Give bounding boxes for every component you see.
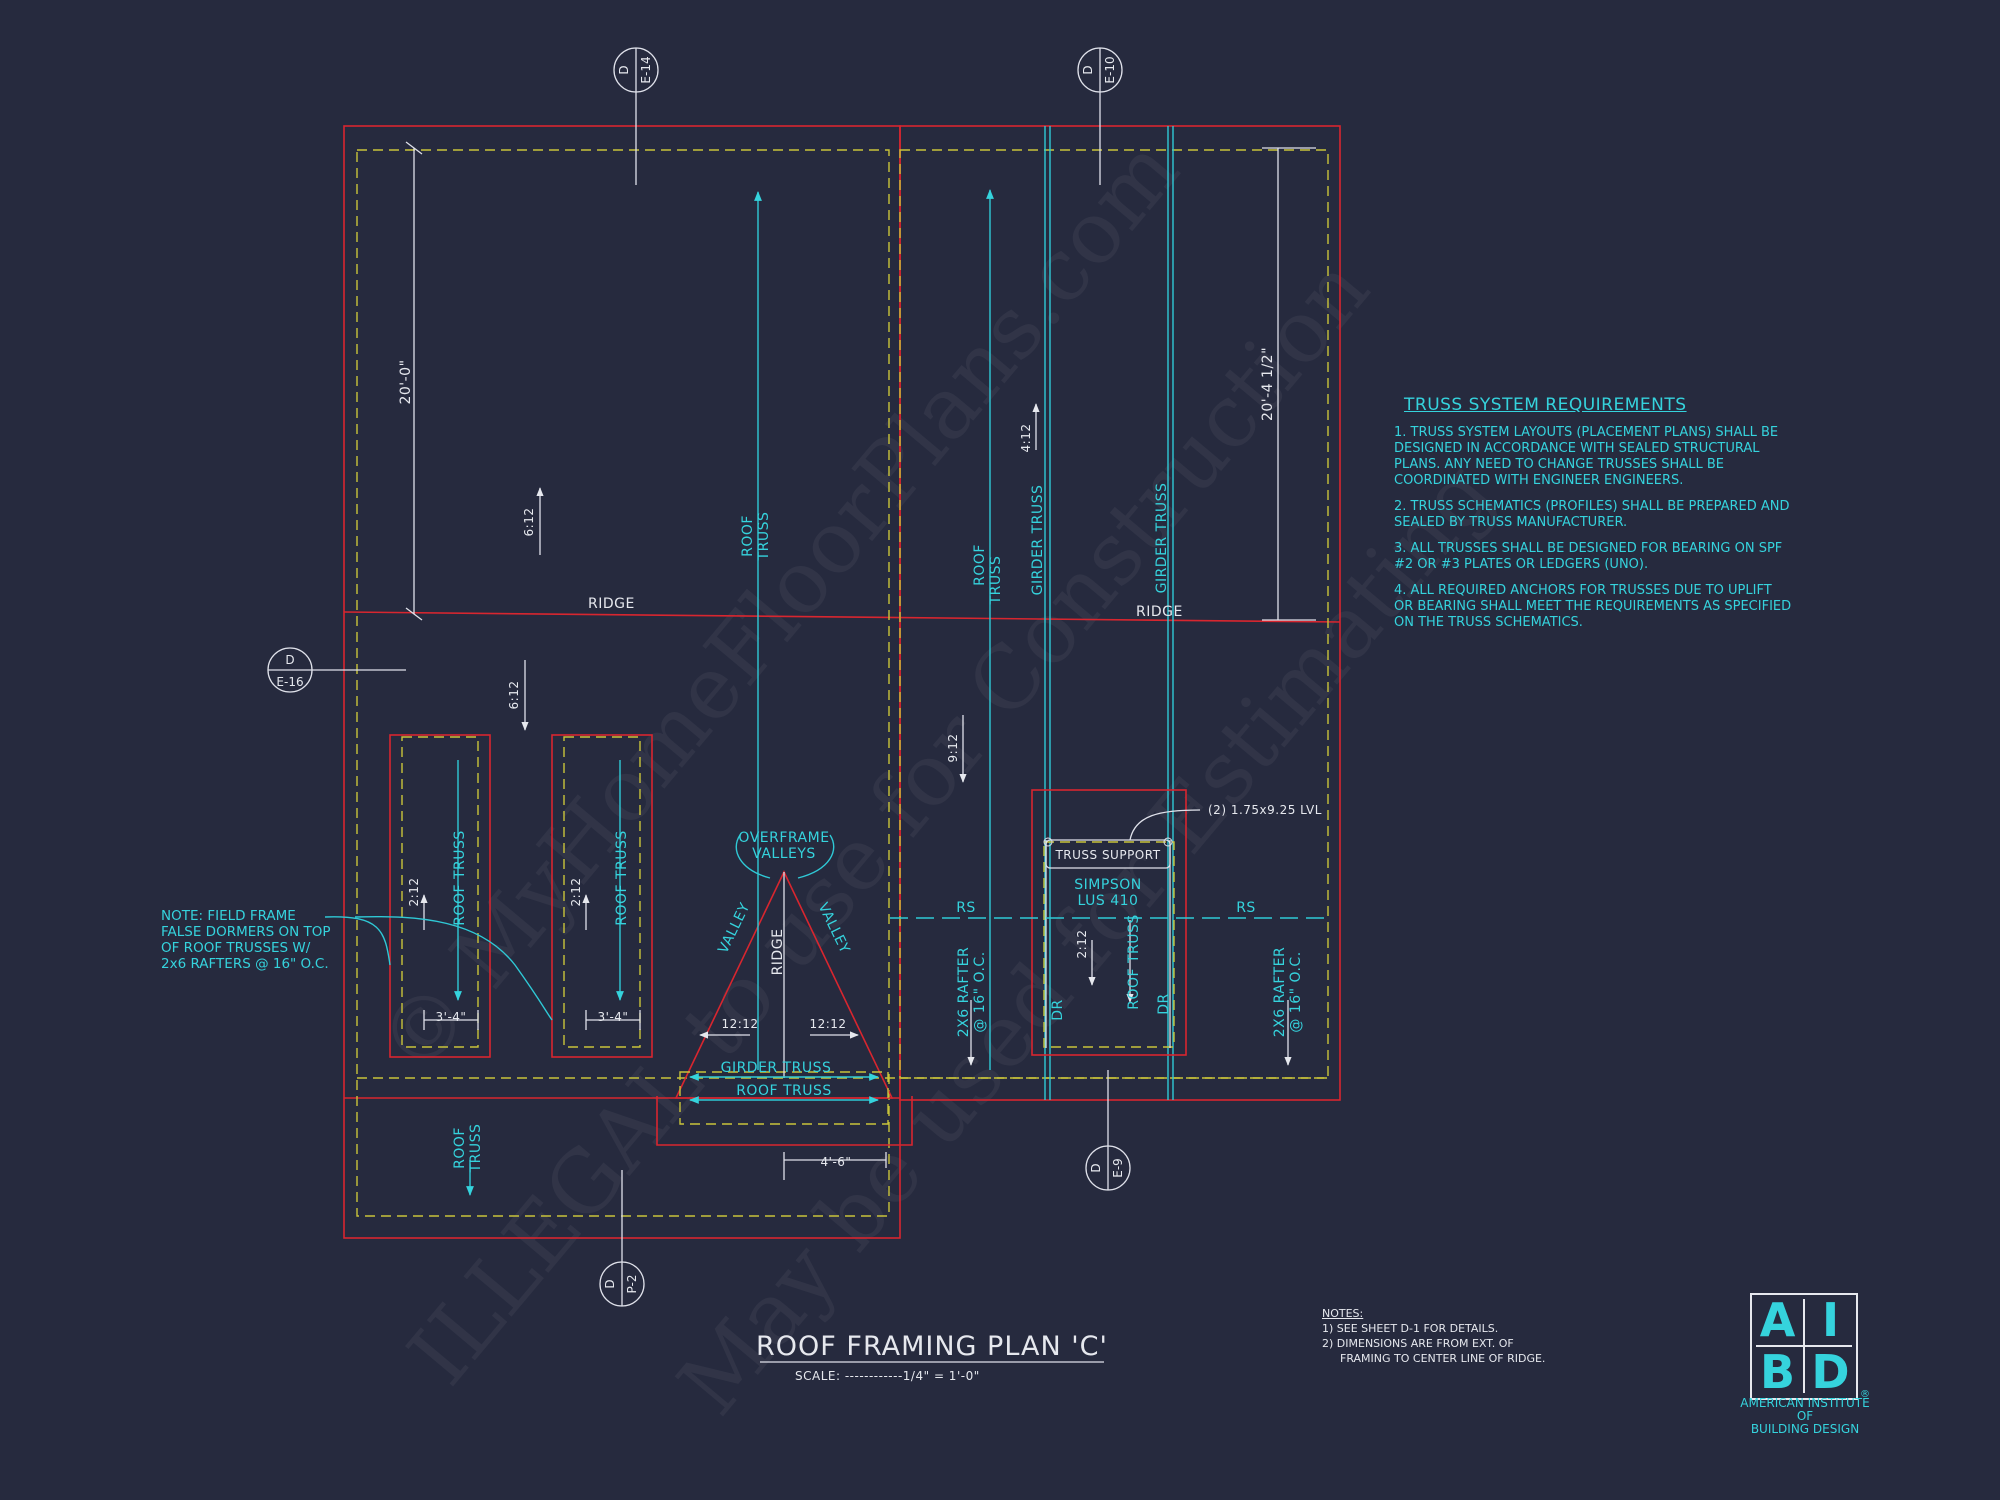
svg-text:RS: RS [956,900,976,916]
svg-text:D: D [285,653,294,667]
svg-text:E-10: E-10 [1103,56,1117,83]
svg-text:4'-6": 4'-6" [821,1155,852,1169]
girder-truss-lines [1044,126,1174,1100]
svg-text:@ 16" O.C.: @ 16" O.C. [1288,951,1304,1032]
false-dormer-left [389,734,491,1058]
drawing-scale: SCALE: ------------1/4" = 1'-0" [795,1369,980,1383]
section-marker-e14: D E-14 [613,47,659,185]
svg-text:E-14: E-14 [639,56,653,83]
general-notes: NOTES: 1) SEE SHEET D-1 FOR DETAILS. 2) … [1322,1306,1582,1366]
truss-span-arrows [466,189,1292,1196]
svg-text:ROOF: ROOF [740,515,756,557]
svg-text:P-2: P-2 [625,1275,639,1294]
svg-text:D: D [1081,65,1095,74]
svg-text:DR: DR [1156,993,1172,1015]
svg-text:12:12: 12:12 [809,1017,846,1031]
dormer-note: NOTE: FIELD FRAME FALSE DORMERS ON TOP O… [161,908,331,972]
note-item: 2) DIMENSIONS ARE FROM EXT. OF [1322,1337,1514,1350]
ridge-line [343,611,1341,623]
requirement-item: 4. ALL REQUIRED ANCHORS FOR TRUSSES DUE … [1394,583,1792,630]
svg-text:ROOF TRUSS: ROOF TRUSS [614,830,630,926]
ridge-label-left: RIDGE [588,596,635,612]
svg-text:6:12: 6:12 [522,508,536,537]
section-marker-p2: D P-2 [599,1170,645,1307]
svg-text:2X6 RAFTER: 2X6 RAFTER [1272,947,1288,1038]
svg-text:VALLEYS: VALLEYS [752,846,816,862]
center-gable [656,834,913,1146]
svg-text:SIMPSON: SIMPSON [1074,877,1141,893]
svg-text:E-16: E-16 [276,675,303,689]
pitch-arrows [521,403,1040,783]
svg-text:2X6 RAFTER: 2X6 RAFTER [956,947,972,1038]
svg-text:D: D [603,1279,617,1288]
svg-text:ROOF TRUSS: ROOF TRUSS [1126,914,1142,1010]
svg-text:LUS 410: LUS 410 [1078,893,1139,909]
svg-text:TRUSS: TRUSS [468,1124,484,1174]
svg-text:3'-4": 3'-4" [598,1010,629,1024]
roof-outline [343,125,1341,1239]
aibd-logo-text: AMERICAN INSTITUTE OF BUILDING DESIGN [1740,1396,1870,1436]
note-item: 1) SEE SHEET D-1 FOR DETAILS. [1322,1322,1499,1335]
svg-text:TRUSS: TRUSS [756,512,772,562]
dimension-lines [405,141,1316,1180]
notes-heading: NOTES: [1322,1307,1364,1320]
requirement-item: 3. ALL TRUSSES SHALL BE DESIGNED FOR BEA… [1394,541,1783,572]
svg-text:TRUSS SUPPORT: TRUSS SUPPORT [1054,848,1160,862]
false-dormer-right [551,734,653,1058]
svg-text:GIRDER TRUSS: GIRDER TRUSS [1154,483,1170,594]
truss-system-requirements: TRUSS SYSTEM REQUIREMENTS 1. TRUSS SYSTE… [1394,397,1794,641]
ridge-label-right: RIDGE [1136,604,1183,620]
svg-text:DR: DR [1050,999,1066,1021]
aibd-logo: A I B D ® [1750,1293,1870,1400]
svg-text:TRUSS: TRUSS [988,556,1004,606]
svg-text:GIRDER TRUSS: GIRDER TRUSS [1030,485,1046,596]
drawing-title: ROOF FRAMING PLAN 'C' [756,1331,1108,1362]
svg-text:GIRDER TRUSS: GIRDER TRUSS [721,1060,832,1076]
svg-text:RIDGE: RIDGE [770,929,786,976]
note-item-continued: FRAMING TO CENTER LINE OF RIDGE. [1340,1352,1546,1365]
requirement-item: 2. TRUSS SCHEMATICS (PROFILES) SHALL BE … [1394,499,1790,530]
svg-text:2:12: 2:12 [407,878,421,907]
requirements-heading: TRUSS SYSTEM REQUIREMENTS [1404,395,1687,415]
svg-text:20'-0": 20'-0" [398,359,414,404]
svg-text:9:12: 9:12 [946,734,960,763]
svg-text:3'-4": 3'-4" [436,1010,467,1024]
truss-support [1031,789,1201,1056]
svg-text:20'-4 1/2": 20'-4 1/2" [1260,347,1276,421]
section-marker-e16: D E-16 [267,647,406,693]
svg-text:E-9: E-9 [1111,1158,1125,1178]
section-marker-e10: D E-10 [1077,47,1123,185]
svg-text:OVERFRAME: OVERFRAME [738,830,829,846]
svg-text:ROOF: ROOF [972,544,988,586]
svg-text:12:12: 12:12 [721,1017,758,1031]
section-marker-e9: D E-9 [1085,1070,1131,1191]
svg-text:ROOF TRUSS: ROOF TRUSS [452,830,468,926]
svg-text:ROOF: ROOF [452,1127,468,1169]
svg-text:D: D [1089,1163,1103,1172]
svg-text:@ 16" O.C.: @ 16" O.C. [972,951,988,1032]
left-wall-line [356,149,890,1217]
svg-text:(2) 1.75x9.25 LVL: (2) 1.75x9.25 LVL [1208,803,1322,817]
svg-text:2:12: 2:12 [569,878,583,907]
svg-text:6:12: 6:12 [507,681,521,710]
svg-text:2:12: 2:12 [1075,930,1089,959]
svg-text:RS: RS [1236,900,1256,916]
svg-text:D: D [617,65,631,74]
wall-lines [356,149,1329,1217]
svg-text:ROOF TRUSS: ROOF TRUSS [736,1083,832,1099]
svg-text:4:12: 4:12 [1019,424,1033,453]
requirement-item: 1. TRUSS SYSTEM LAYOUTS (PLACEMENT PLANS… [1394,425,1779,488]
